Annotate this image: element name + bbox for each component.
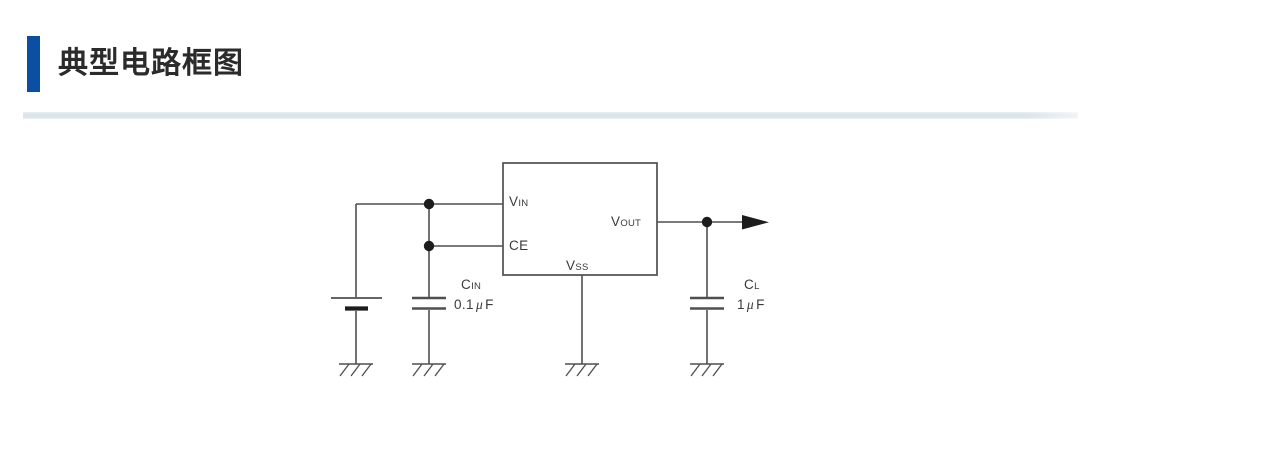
junction-dot-vin xyxy=(423,198,435,210)
cap-cl-value-mu: μ xyxy=(746,297,755,312)
pin-ce-main: CE xyxy=(509,238,529,253)
cap-cin-value-mu: μ xyxy=(475,297,484,312)
cap-cin-value-unit: F xyxy=(485,297,494,312)
cap-ref-cin: CIN xyxy=(461,278,481,292)
cap-cl-value-unit: F xyxy=(756,297,765,312)
pin-label-vout: VOUT xyxy=(611,215,641,229)
pin-label-vss: VSS xyxy=(566,259,588,273)
cap-cin-ref-sub: IN xyxy=(471,281,482,292)
cap-cl-ref-main: C xyxy=(744,277,755,292)
junction-dot-ce xyxy=(423,240,435,252)
capacitor-cin-icon xyxy=(412,296,446,310)
pin-vout-sub: OUT xyxy=(620,218,642,229)
pin-vin-main: V xyxy=(509,194,519,209)
capacitor-cl-icon xyxy=(690,296,724,310)
section-divider xyxy=(23,112,1078,119)
cap-ref-cl: CL xyxy=(744,278,760,292)
ground-icon-vss xyxy=(564,363,600,377)
page-title: 典型电路框图 xyxy=(58,47,244,80)
pin-label-ce: CE xyxy=(509,239,529,253)
pin-vss-main: V xyxy=(566,258,576,273)
cap-cin-value-number: 0.1 xyxy=(454,297,474,312)
section-header: 典型电路框图 xyxy=(27,36,244,92)
ic-box xyxy=(502,162,658,276)
pin-vin-sub: IN xyxy=(518,198,529,209)
cap-cl-ref-sub: L xyxy=(754,281,760,292)
cap-cl-value-number: 1 xyxy=(737,297,745,312)
cap-cin-ref-main: C xyxy=(461,277,472,292)
title-accent-bar xyxy=(27,36,40,92)
pin-vout-main: V xyxy=(611,214,621,229)
pin-label-vin: VIN xyxy=(509,195,528,209)
circuit-wires xyxy=(355,203,744,364)
ground-icon-battery xyxy=(338,363,374,377)
junction-dot-vout xyxy=(701,216,713,228)
pin-vss-sub: SS xyxy=(575,262,589,273)
output-arrow-icon xyxy=(742,215,769,230)
battery-icon xyxy=(331,297,382,311)
ground-icon-cin xyxy=(411,363,447,377)
ground-icon-cl xyxy=(689,363,725,377)
